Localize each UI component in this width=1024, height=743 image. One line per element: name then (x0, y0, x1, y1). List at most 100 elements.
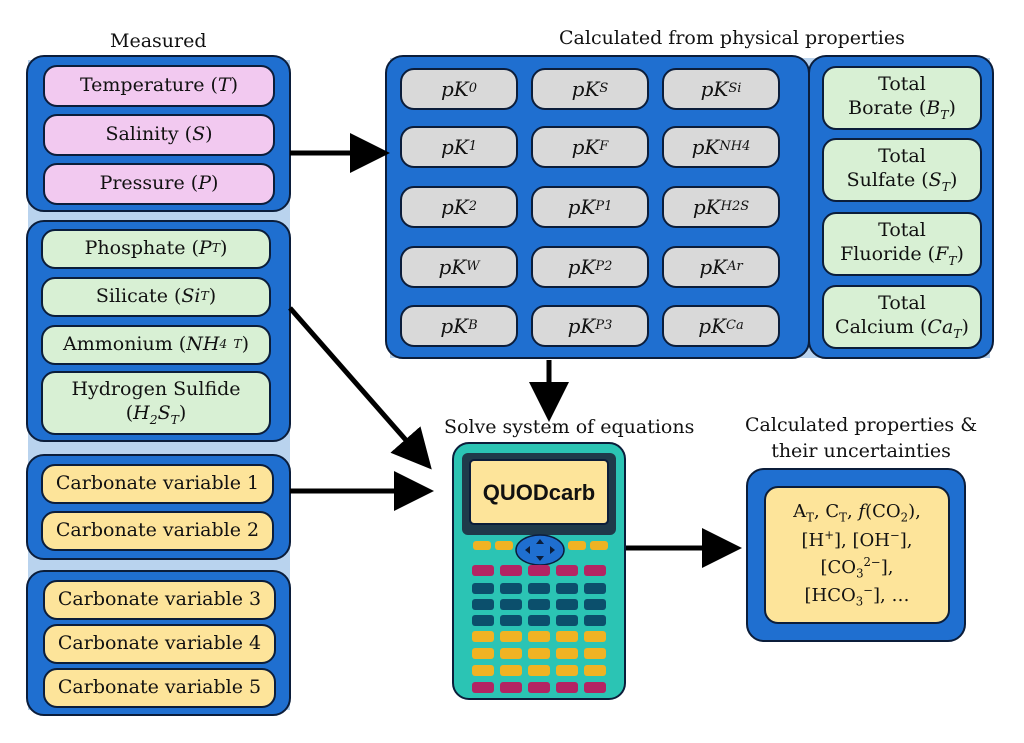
fco2-sub: 2 (900, 510, 909, 525)
alkalinity-symbol: A (793, 501, 807, 523)
carbonate-variable-1-box: Carbonate variable 1 (41, 464, 274, 504)
calculator-key (500, 631, 522, 642)
calculator-key (528, 615, 550, 626)
pk-subscript: 2 (468, 198, 478, 214)
calculator-key (584, 682, 606, 693)
phosphate-label: Phosphate (84, 237, 186, 260)
carbonate-variable-3-box: Carbonate variable 3 (43, 580, 276, 620)
calculator-key (500, 682, 522, 693)
heading-calculated-properties-line2: their uncertainties (771, 439, 951, 462)
line4-end: ], … (873, 585, 910, 607)
pk-subscript: 0 (468, 80, 478, 96)
results-line-3: [CO32−], (821, 554, 894, 583)
pk-prefix: pK (700, 76, 729, 101)
arrow-nutrients-to-solver (288, 306, 432, 470)
carbonate-ion-sup: 2− (863, 554, 881, 569)
heading-measured: Measured (110, 30, 207, 52)
calculator-key (556, 682, 578, 693)
carbonate-variable-2-box: Carbonate variable 2 (41, 511, 274, 551)
carbonate-variable-5-box: Carbonate variable 5 (43, 668, 276, 708)
calculator-key (584, 631, 606, 642)
bicarbonate-ion-sup: − (863, 583, 873, 598)
calculator-key (584, 665, 606, 676)
hydrogen-sulfide-box: Hydrogen Sulfide (H2ST) (41, 371, 271, 435)
bicarbonate-ion: [HCO (804, 585, 856, 607)
calculator-key (500, 565, 522, 576)
calculator-key (472, 565, 494, 576)
calculator-screen-text: QUODcarb (483, 480, 595, 505)
total-symbol: B (926, 96, 941, 119)
hydrogen-sulfide-label: Hydrogen Sulfide (71, 378, 241, 401)
h2s-s: S (157, 401, 171, 424)
h2s-h: H (133, 401, 150, 424)
total-line2: Fluoride (FT) (840, 242, 964, 268)
pk-prefix: pK (440, 76, 469, 101)
calculator-key (500, 599, 522, 610)
bicarbonate-ion-sub: 3 (855, 594, 864, 609)
total-subscript: T (948, 253, 957, 268)
calculator-key (472, 665, 494, 676)
total-line1: Total (878, 292, 926, 315)
calculator-key (584, 648, 606, 659)
calculator-key (528, 648, 550, 659)
pk-subscript: B (468, 317, 478, 333)
salinity-label: Salinity (105, 123, 179, 146)
pk-subscript: 1 (468, 138, 478, 154)
calculator-key (472, 682, 494, 693)
line3-end: ], (880, 556, 894, 578)
calculator-key (528, 583, 550, 594)
pk-prefix: pK (692, 194, 721, 219)
results-box: AT, CT, f(CO2), [H+], [OH−], [CO32−], [H… (764, 486, 950, 624)
calculator-key (500, 615, 522, 626)
hydrogen-sulfide-symbol: (H2ST) (125, 401, 187, 427)
fco2-end: ), (908, 501, 921, 523)
pk-prefix: pK (567, 313, 596, 338)
pk-prefix: pK (440, 134, 469, 159)
calculator-key (528, 565, 550, 576)
pk-subscript: P3 (595, 317, 613, 333)
alkalinity-sub: T (806, 510, 814, 525)
oh-ion-sup: − (889, 527, 900, 542)
ammonium-subscript-4: 4 (219, 337, 228, 352)
pk-subscript: F (599, 138, 609, 154)
h2s-subt: T (170, 412, 179, 427)
fco2-co: (CO (865, 501, 901, 523)
pk-subscript: Si (728, 80, 742, 96)
total-name: Sulfate (846, 168, 916, 191)
results-line-2: [H+], [OH−], (801, 527, 912, 554)
total-subscript: T (940, 107, 949, 122)
silicate-symbol: Si (181, 285, 201, 308)
total-line2: Sulfate (ST) (846, 168, 958, 194)
calculator-key (472, 599, 494, 610)
pk-prefix: pK (691, 134, 720, 159)
total-name: Fluoride (840, 242, 922, 265)
results-line-4: [HCO3−], … (805, 582, 910, 611)
ammonium-subscript-t: T (233, 337, 242, 352)
calculator-key (584, 615, 606, 626)
pk-subscript: P1 (595, 198, 613, 214)
pressure-box: Pressure (P) (43, 163, 275, 205)
total-line2: Calcium (CaT) (835, 315, 969, 341)
results-line-1: AT, CT, f(CO2), (793, 501, 921, 525)
heading-calculated-physical: Calculated from physical properties (559, 27, 905, 49)
calculator-key (472, 615, 494, 626)
total-line1: Total (878, 145, 926, 168)
h-ion-sup: + (824, 527, 835, 542)
calculator-key (556, 648, 578, 659)
calculator-key (495, 541, 513, 550)
total-name: Calcium (835, 315, 914, 338)
calculator-key (528, 599, 550, 610)
